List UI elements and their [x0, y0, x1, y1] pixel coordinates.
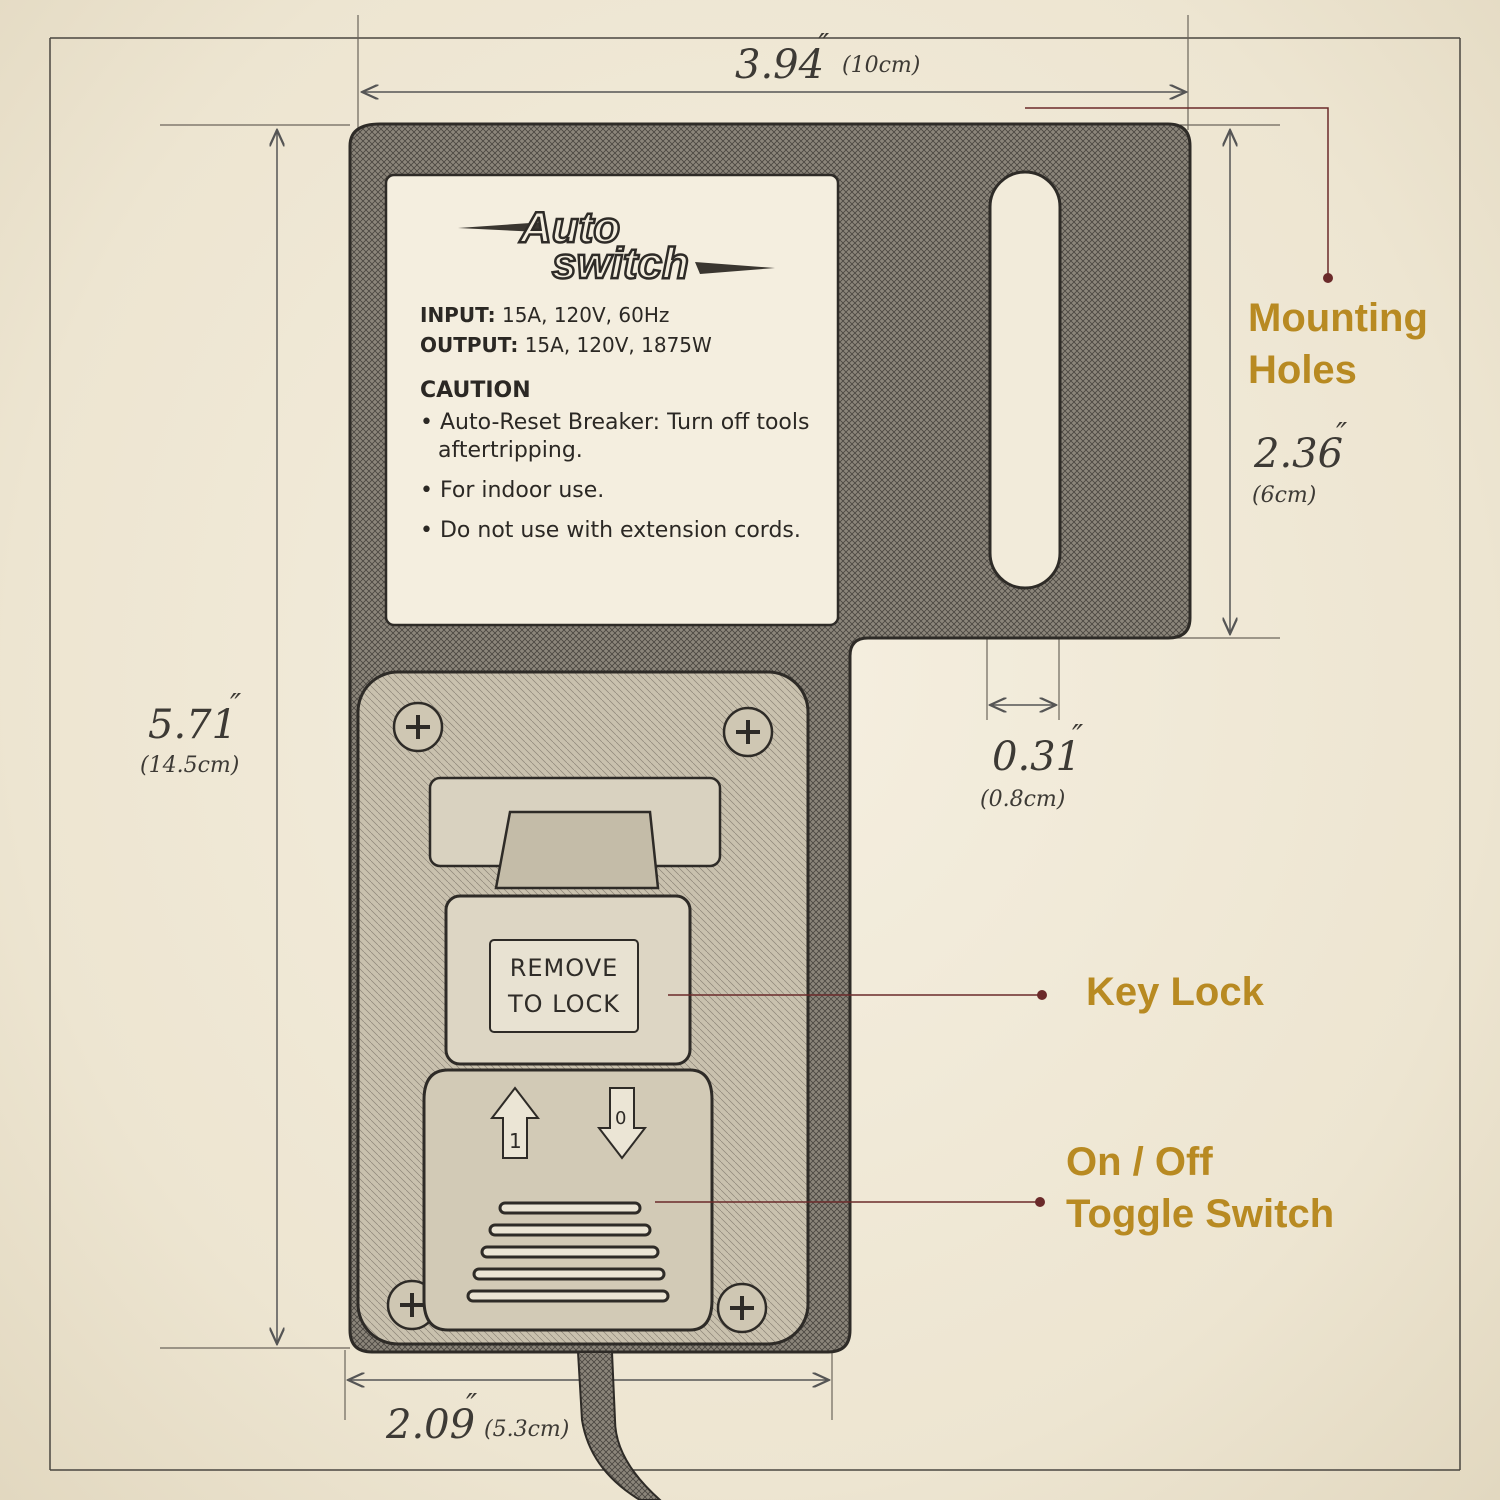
caution-bullet-3-text: Do not use with extension cords.	[439, 518, 801, 543]
grip-ridges	[466, 1201, 670, 1303]
screw-icon	[392, 701, 444, 753]
dimension-arrows	[277, 92, 1230, 1380]
key-lock-dot	[1037, 990, 1047, 1000]
mounting-holes-callout: Mounting Holes	[1248, 296, 1428, 392]
caution-bullet-3: • Do not use with extension cords.	[420, 518, 801, 543]
key-lock-callout: Key Lock	[1086, 970, 1264, 1014]
dim-height-label: 5.71 ″ (14.5cm)	[140, 688, 242, 778]
key-lock-line2: TO LOCK	[507, 990, 621, 1018]
spec-output-row: OUTPUT: 15A, 120V, 1875W	[420, 330, 820, 360]
brand-logo-line1: Auto	[519, 203, 620, 252]
leader-lines	[655, 107, 1329, 1203]
dim-hole-spacing-value: 2.36	[1253, 431, 1343, 477]
dim-hole-width-value: 0.31	[992, 734, 1081, 780]
switch-housing	[356, 670, 810, 1500]
dim-bottom-width-unit: ″	[466, 1388, 478, 1423]
dim-height-value: 5.71	[148, 702, 237, 748]
mounting-hole-slot	[988, 170, 1062, 590]
dim-width-unit: ″	[818, 28, 830, 63]
spec-output-key: OUTPUT:	[420, 333, 519, 357]
on-symbol: 1	[509, 1129, 522, 1153]
mounting-holes-leader	[1025, 107, 1329, 278]
toggle-switch-callout-line1: On / Off	[1066, 1140, 1213, 1184]
dim-height-unit: ″	[230, 688, 242, 723]
key-lock-text-box	[489, 939, 639, 1033]
page-frame	[49, 37, 1461, 1471]
dim-width-label: 3.94 ″ (10cm)	[735, 28, 920, 88]
spec-label-panel	[384, 173, 840, 627]
key-tab	[494, 810, 660, 890]
toggle-switch-dot	[1035, 1197, 1045, 1207]
dim-hole-spacing-label: 2.36 ″ (6cm)	[1252, 417, 1348, 508]
dim-width-value: 3.94	[735, 42, 824, 88]
dim-height-metric: (14.5cm)	[140, 753, 239, 778]
logo-swoosh-left	[458, 222, 545, 232]
mounting-holes-dot	[1323, 273, 1333, 283]
caution-bullet-1: • Auto-Reset Breaker: Turn off tools aft…	[420, 410, 810, 463]
off-symbol: 0	[615, 1108, 626, 1129]
caution-bullet-2: • For indoor use.	[420, 478, 605, 503]
brand-logo-line2: switch	[552, 239, 689, 288]
screw-icon	[716, 1282, 768, 1334]
logo-swoosh-right	[695, 262, 775, 274]
key-lock-label: REMOVE TO LOCK	[490, 954, 638, 1018]
on-arrow-icon	[489, 1086, 541, 1159]
dim-hole-width-label: 0.31 ″ (0.8cm)	[980, 719, 1084, 812]
dim-bottom-width-value: 2.09	[385, 1402, 475, 1448]
caution-title: CAUTION	[420, 378, 531, 403]
spec-input-value: 15A, 120V, 60Hz	[501, 303, 670, 327]
dim-hole-width-metric: (0.8cm)	[980, 787, 1065, 812]
dim-hole-spacing-unit: ″	[1336, 417, 1348, 452]
dim-bottom-width-label: 2.09 ″ (5.3cm)	[385, 1388, 569, 1448]
dim-bottom-width-metric: (5.3cm)	[484, 1417, 569, 1442]
power-cord	[576, 1351, 662, 1500]
toggle-switch-callout-line2: Toggle Switch	[1066, 1192, 1335, 1236]
brand-logo: Auto switch	[518, 202, 690, 290]
spec-input-row: INPUT: 15A, 120V, 60Hz	[420, 300, 820, 330]
dim-width-metric: (10cm)	[842, 53, 920, 78]
key-lock-line1: REMOVE	[509, 954, 619, 982]
caution-bullet-1-text: Auto-Reset Breaker: Turn off tools after…	[438, 410, 810, 463]
toggle-switch-callout: On / Off Toggle Switch	[1066, 1136, 1334, 1240]
dim-hole-width-unit: ″	[1072, 719, 1084, 754]
spec-output-value: 15A, 120V, 1875W	[524, 333, 712, 357]
dim-hole-spacing-metric: (6cm)	[1252, 483, 1316, 508]
caution-bullet-2-text: For indoor use.	[439, 478, 605, 503]
spec-input-key: INPUT:	[420, 303, 496, 327]
spec-label: INPUT: 15A, 120V, 60Hz OUTPUT: 15A, 120V…	[420, 300, 820, 545]
screw-icon	[722, 706, 774, 758]
off-arrow-icon	[596, 1087, 648, 1160]
